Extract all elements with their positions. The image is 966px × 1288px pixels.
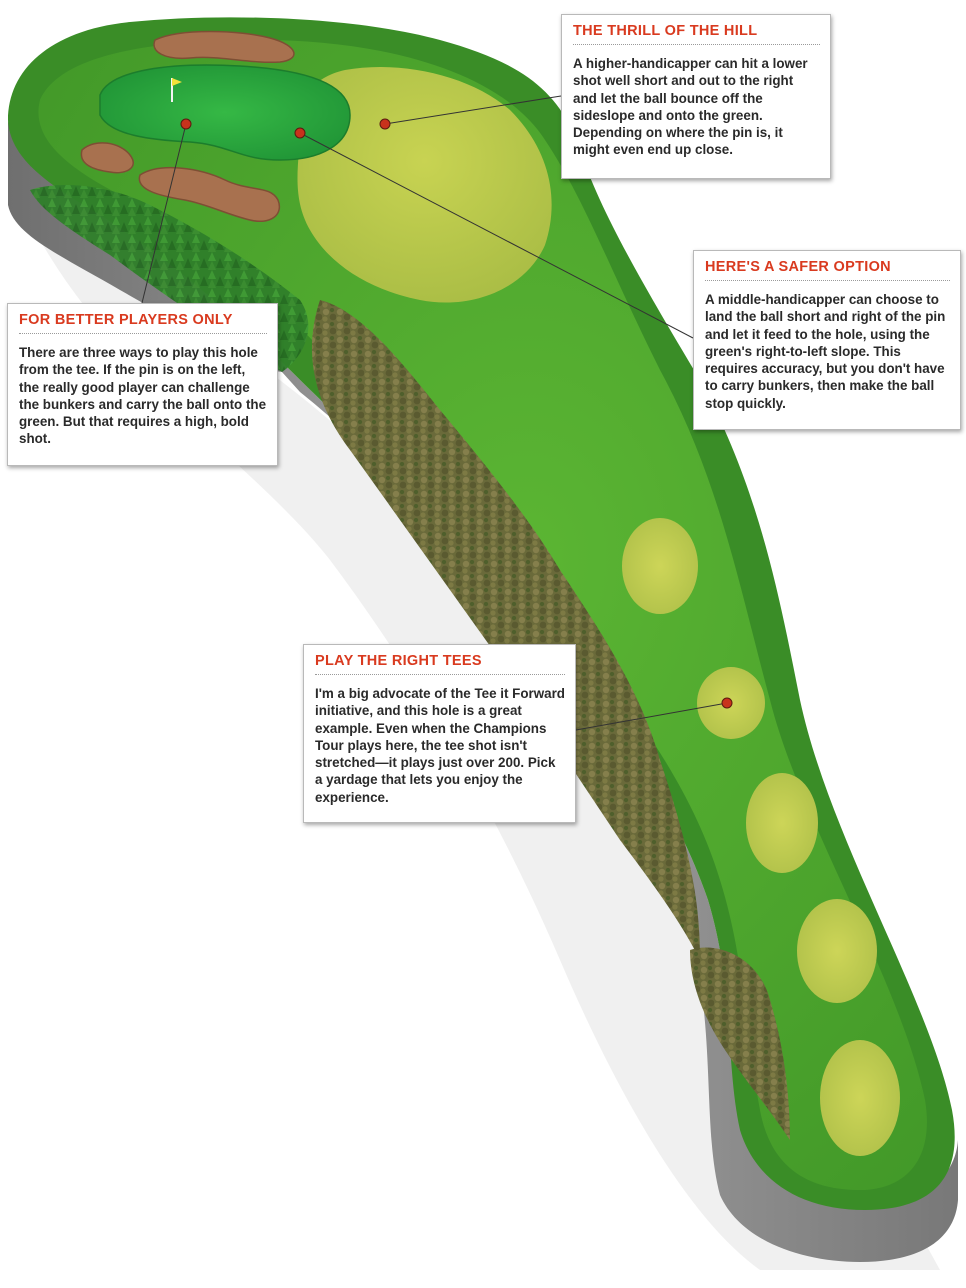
- tree-cluster-tee: [690, 947, 790, 1140]
- bunker-back: [153, 30, 295, 64]
- marker-tees: [721, 697, 733, 709]
- leader-safer: [299, 132, 694, 339]
- callout-thrill-of-the-hill: THE THRILL OF THE HILL A higher-handicap…: [561, 14, 831, 179]
- bunker-left: [80, 142, 134, 174]
- callout-body: I'm a big advocate of the Tee it Forward…: [315, 686, 565, 805]
- tee-box-5: [820, 1040, 900, 1156]
- callout-body: A middle-handicapper can choose to land …: [705, 292, 946, 411]
- callout-title: FOR BETTER PLAYERS ONLY: [19, 312, 267, 334]
- putting-green: [99, 64, 351, 161]
- marker-safer: [294, 127, 306, 139]
- callout-body: A higher-handicapper can hit a lower sho…: [573, 56, 808, 158]
- bunker-front: [138, 166, 281, 222]
- leader-thrill: [384, 95, 562, 125]
- marker-better: [180, 118, 192, 130]
- marker-thrill: [379, 118, 391, 130]
- tee-box-4: [797, 899, 877, 1003]
- callout-title: HERE'S A SAFER OPTION: [705, 259, 950, 281]
- callout-safer-option: HERE'S A SAFER OPTION A middle-handicapp…: [693, 250, 961, 430]
- leader-tees: [575, 702, 728, 731]
- hill-slope: [297, 66, 552, 303]
- tee-box-3: [746, 773, 818, 873]
- callout-title: PLAY THE RIGHT TEES: [315, 653, 565, 675]
- callout-body: There are three ways to play this hole f…: [19, 345, 267, 447]
- leader-better: [141, 123, 187, 304]
- callout-right-tees: PLAY THE RIGHT TEES I'm a big advocate o…: [303, 644, 576, 823]
- pin-flag-icon: [171, 78, 182, 102]
- tee-box-1: [622, 518, 698, 614]
- callout-better-players: FOR BETTER PLAYERS ONLY There are three …: [7, 303, 278, 466]
- tree-line-left: [311, 300, 700, 960]
- callout-title: THE THRILL OF THE HILL: [573, 23, 820, 45]
